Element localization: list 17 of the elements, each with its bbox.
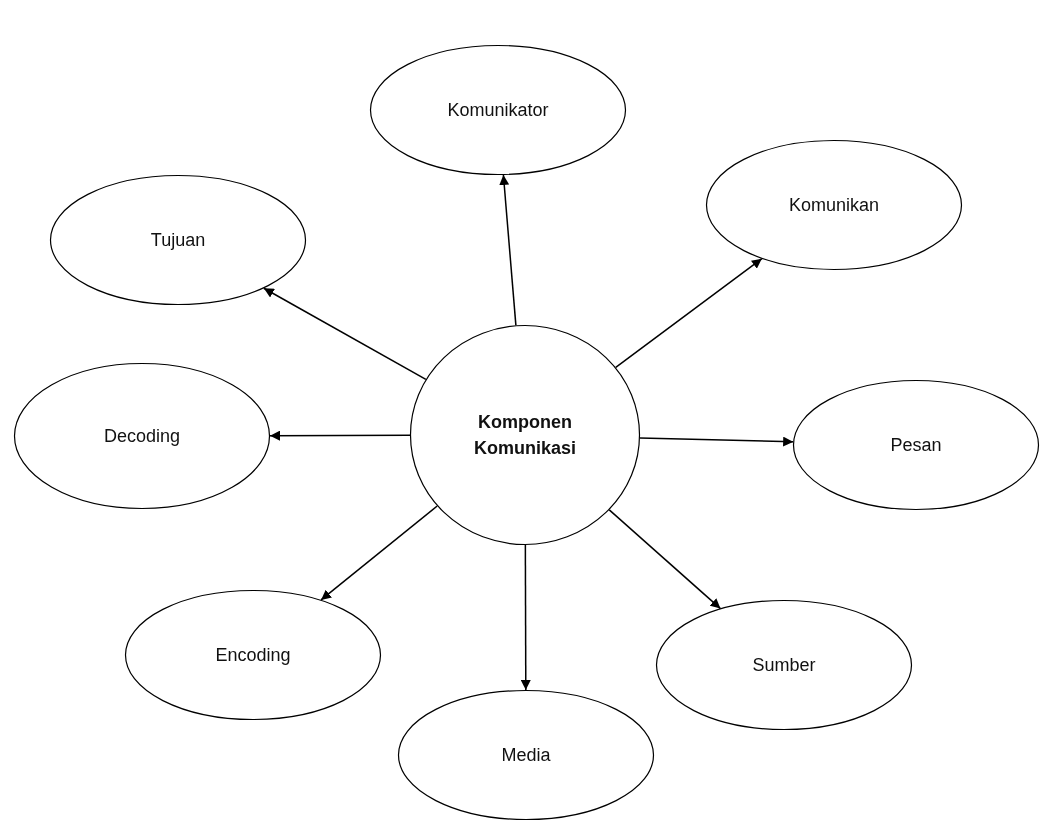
arrow	[320, 505, 438, 601]
node-label: Sumber	[752, 653, 816, 677]
arrow	[520, 544, 531, 691]
node-label: Encoding	[215, 643, 291, 667]
node-label: Komunikator	[447, 98, 549, 122]
arrow	[499, 174, 517, 327]
arrow	[608, 509, 722, 610]
node-label: Tujuan	[150, 228, 206, 252]
arrow	[639, 436, 794, 447]
arrow	[615, 257, 763, 369]
node-label: Decoding	[103, 424, 181, 448]
node-label: Pesan	[890, 433, 942, 457]
arrow	[263, 287, 427, 381]
arrow	[269, 430, 411, 441]
node-label: Komunikan	[788, 193, 880, 217]
node-label: Media	[501, 743, 551, 767]
hub-label: Komponen Komunikasi	[473, 410, 577, 460]
